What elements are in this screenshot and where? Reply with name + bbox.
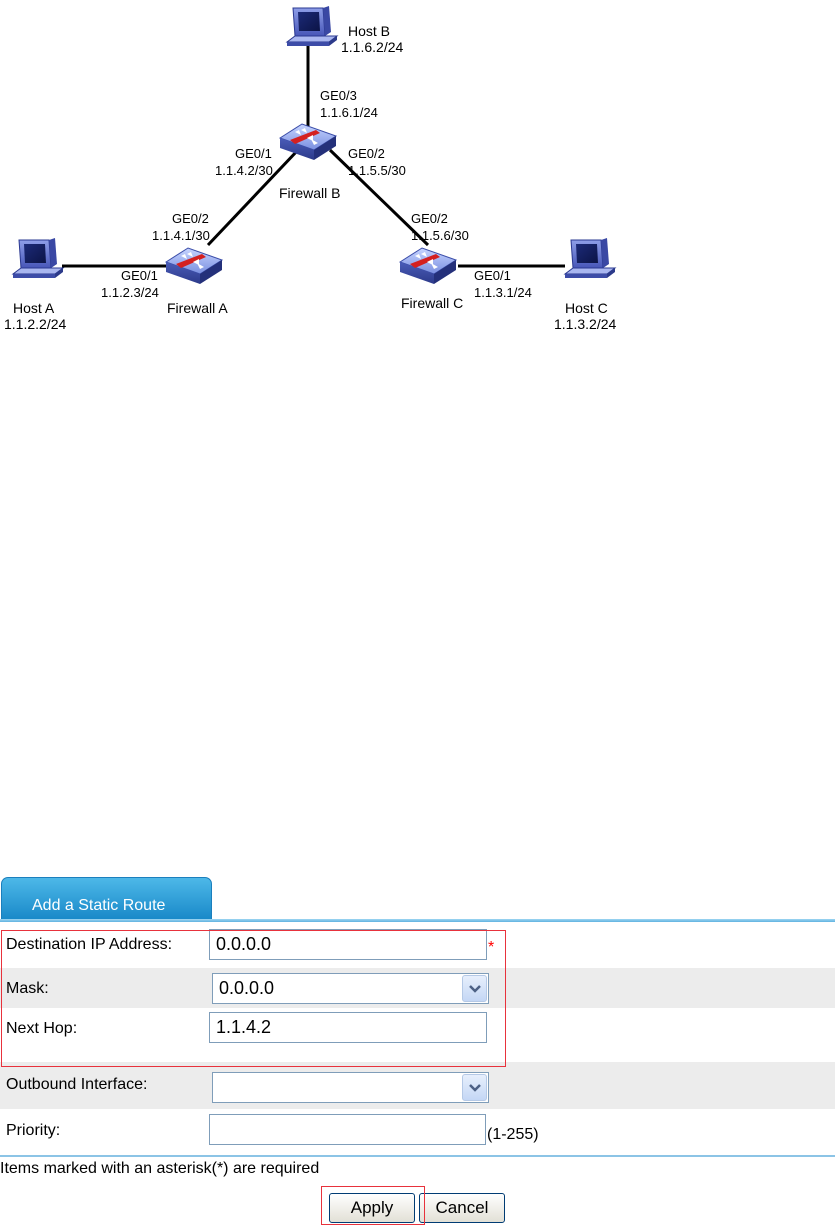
fwb-ge01-port: GE0/1: [235, 146, 272, 161]
host-b-name: Host B: [348, 23, 391, 39]
form-bottom-border: [0, 1155, 835, 1157]
host-b-icon: [286, 5, 338, 47]
fwb-ge02-port: GE0/2: [348, 146, 385, 161]
outbound-interface-select[interactable]: [212, 1072, 489, 1103]
fwa-ge02-ip: 1.1.4.1/30: [152, 228, 210, 243]
mask-select[interactable]: 0.0.0.0: [212, 973, 489, 1004]
fwb-ge02-ip: 1.1.5.5/30: [348, 163, 406, 178]
row-outbound-interface: Outbound Interface:: [0, 1062, 835, 1109]
chevron-down-icon[interactable]: [462, 1074, 487, 1101]
outbound-interface-label: Outbound Interface:: [6, 1076, 148, 1093]
link-fwb-fwa: [206, 148, 300, 247]
host-a-name: Host A: [13, 300, 55, 316]
chevron-down-icon[interactable]: [462, 975, 487, 1002]
row-priority: Priority: (1-255): [0, 1109, 835, 1155]
highlight-box-apply: [321, 1186, 425, 1225]
host-c-name: Host C: [565, 300, 608, 316]
apply-button[interactable]: Apply: [329, 1193, 415, 1223]
firewall-b-name: Firewall B: [279, 185, 341, 201]
firewall-c-icon: [399, 247, 457, 285]
host-a-ip: 1.1.2.2/24: [4, 316, 67, 332]
priority-label: Priority:: [6, 1122, 61, 1139]
mask-label: Mask:: [6, 980, 49, 997]
fwc-ge01-ip: 1.1.3.1/24: [474, 285, 532, 300]
tab-add-static-route[interactable]: Add a Static Route: [1, 877, 212, 920]
firewall-a-name: Firewall A: [167, 300, 228, 316]
fwb-ge01-ip: 1.1.4.2/30: [215, 163, 273, 178]
fwb-ge03-ip: 1.1.6.1/24: [320, 105, 378, 120]
host-a-icon: [12, 237, 64, 279]
priority-input[interactable]: [209, 1114, 486, 1145]
tab-underline: [0, 919, 835, 922]
next-hop-input[interactable]: [209, 1012, 487, 1043]
destination-ip-label: Destination IP Address:: [6, 936, 173, 953]
tab-label: Add a Static Route: [32, 897, 166, 914]
host-b-ip: 1.1.6.2/24: [341, 39, 404, 55]
firewall-c-name: Firewall C: [401, 295, 464, 311]
fwa-ge02-port: GE0/2: [172, 211, 209, 226]
priority-range-hint: (1-255): [487, 1126, 539, 1143]
highlight-box-fields: [1, 930, 506, 1067]
host-c-ip: 1.1.3.2/24: [554, 316, 617, 332]
link-fwb-fwc: [328, 148, 430, 247]
fwc-ge02-port: GE0/2: [411, 211, 448, 226]
cancel-button[interactable]: Cancel: [419, 1193, 505, 1223]
row-destination-ip: Destination IP Address: *: [0, 922, 835, 968]
fwb-ge03-port: GE0/3: [320, 88, 357, 103]
mask-select-value: 0.0.0.0: [219, 978, 275, 998]
fwc-ge01-port: GE0/1: [474, 268, 511, 283]
firewall-a-icon: [165, 247, 223, 285]
fwa-ge01-port: GE0/1: [121, 268, 158, 283]
next-hop-label: Next Hop:: [6, 1020, 78, 1037]
row-mask: Mask: 0.0.0.0: [0, 968, 835, 1008]
row-next-hop: Next Hop:: [0, 1008, 835, 1062]
required-asterisk: *: [488, 939, 495, 956]
firewall-b-icon: [279, 123, 337, 161]
fwa-ge01-ip: 1.1.2.3/24: [101, 285, 159, 300]
required-note: Items marked with an asterisk(*) are req…: [0, 1160, 320, 1177]
network-topology-diagram: [12, 5, 616, 285]
host-c-icon: [564, 237, 616, 279]
fwc-ge02-ip: 1.1.5.6/30: [411, 228, 469, 243]
destination-ip-input[interactable]: [209, 929, 487, 960]
